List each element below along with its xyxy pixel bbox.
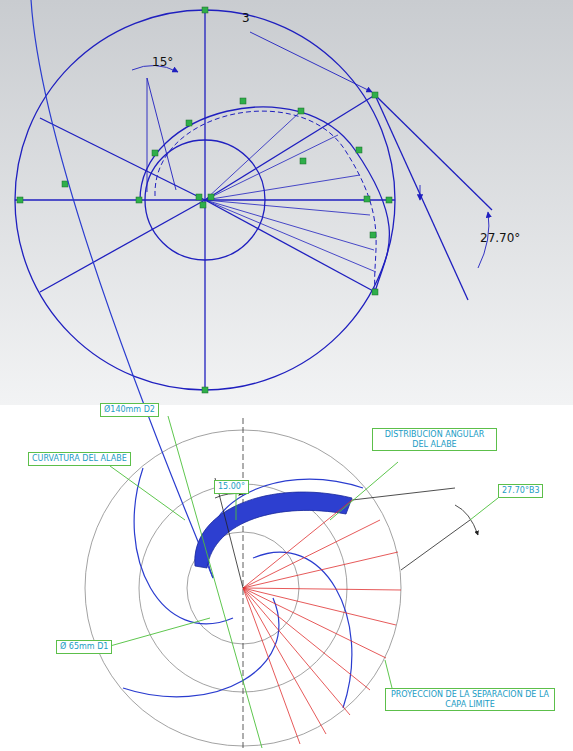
blade-spiral bbox=[30, 0, 363, 708]
dimension-line bbox=[215, 494, 243, 499]
sketch-point-marker bbox=[186, 120, 192, 126]
blade-section bbox=[195, 492, 352, 568]
sketch-point-marker bbox=[152, 150, 158, 156]
angular-distribution-line bbox=[243, 588, 350, 715]
dimension-line bbox=[215, 478, 478, 588]
callout-text: DISTRIBUCION ANGULAR DEL ALABE bbox=[376, 430, 493, 449]
sketch-geometry bbox=[140, 107, 389, 292]
dimension-line bbox=[352, 488, 455, 500]
callout-text: Ø140mm D2 bbox=[104, 405, 155, 415]
callout-box: Ø140mm D2 bbox=[100, 403, 159, 417]
dimension-label: 15° bbox=[150, 56, 175, 69]
leader-line bbox=[470, 498, 498, 520]
sketch-point-marker bbox=[200, 202, 206, 208]
callout-text: PROYECCION DE LA SEPARACION DE LA CAPA L… bbox=[389, 690, 551, 709]
sketch-geometry bbox=[375, 95, 492, 210]
center-line bbox=[243, 418, 244, 751]
leader-line bbox=[330, 462, 398, 520]
leader-line bbox=[110, 618, 210, 646]
callout-box: CURVATURA DEL ALABE bbox=[28, 452, 131, 466]
sketch-geometry bbox=[15, 10, 492, 390]
callout-text: 15.00° bbox=[218, 482, 245, 492]
callout-text: CURVATURA DEL ALABE bbox=[32, 454, 127, 464]
angular-distribution-line bbox=[243, 588, 326, 734]
sketch-geometry bbox=[40, 200, 205, 292]
sketch-point-marker bbox=[356, 147, 362, 153]
dimension-line bbox=[455, 505, 478, 535]
sketch-geometry bbox=[205, 200, 375, 292]
sketch-background bbox=[0, 0, 573, 405]
sketch-point-marker bbox=[17, 197, 23, 203]
sketch-point-marker bbox=[372, 289, 378, 295]
callout-box: DISTRIBUCION ANGULAR DEL ALABE bbox=[372, 428, 497, 451]
angular-distribution-line bbox=[243, 588, 300, 744]
sketch-point-marker bbox=[136, 197, 142, 203]
sketch-point-marker bbox=[202, 7, 208, 13]
sketch-geometry bbox=[375, 95, 468, 300]
angular-distribution-line bbox=[243, 500, 401, 744]
sketch-geometry bbox=[205, 175, 360, 200]
leader-line bbox=[110, 466, 185, 520]
sketch-point-marker bbox=[386, 197, 392, 203]
drawing-background bbox=[0, 405, 573, 751]
callout-box: Ø 65mm D1 bbox=[56, 640, 112, 654]
leader-line bbox=[385, 660, 392, 688]
leader-line bbox=[168, 416, 262, 748]
sketch-point-marker bbox=[208, 194, 214, 200]
sketch-point-marker bbox=[196, 194, 202, 200]
drawing-background bbox=[0, 405, 573, 751]
callout-text: Ø 65mm D1 bbox=[60, 642, 108, 652]
sketch-point-marker bbox=[298, 108, 304, 114]
sketch-point-marker bbox=[62, 181, 68, 187]
sketch-geometry bbox=[250, 32, 372, 92]
angular-distribution-line bbox=[243, 588, 401, 590]
callout-box: PROYECCION DE LA SEPARACION DE LA CAPA L… bbox=[385, 688, 555, 711]
sketch-geometry bbox=[420, 185, 421, 200]
sketch-point-marker bbox=[372, 92, 378, 98]
sketch-geometry bbox=[147, 78, 176, 190]
leader-line bbox=[236, 494, 237, 520]
angular-distribution-line bbox=[243, 520, 380, 588]
sketch-geometry bbox=[205, 200, 374, 250]
sketch-geometry bbox=[155, 111, 376, 292]
sketch-point-marker bbox=[202, 387, 208, 393]
sketch-geometry bbox=[205, 135, 338, 200]
blade-spiral bbox=[123, 598, 279, 697]
sketch-geometry bbox=[147, 78, 148, 192]
callout-text: 27.70°B3 bbox=[502, 486, 539, 496]
sketch-geometry bbox=[205, 200, 376, 272]
center-line bbox=[243, 418, 244, 751]
sketch-point-marker bbox=[240, 98, 246, 104]
blade-section bbox=[195, 492, 352, 568]
callout-box: 15.00° bbox=[214, 480, 249, 494]
sketch-point-marker bbox=[300, 158, 306, 164]
sketch-geometry bbox=[40, 118, 205, 200]
callout-box: 27.70°B3 bbox=[498, 484, 543, 498]
blade-spiral bbox=[30, 0, 213, 578]
dimension-line bbox=[401, 520, 470, 570]
sketch-point-marker bbox=[364, 196, 370, 202]
sketch-geometry bbox=[15, 10, 395, 390]
angular-distribution-line bbox=[243, 500, 352, 588]
sketch-point-marker bbox=[370, 232, 376, 238]
angular-distribution-line bbox=[243, 552, 398, 588]
sketch-background bbox=[0, 0, 573, 405]
dimension-label: 27.70° bbox=[478, 232, 522, 245]
dimension-line bbox=[215, 478, 243, 588]
dimension-label: 3 bbox=[240, 12, 252, 25]
